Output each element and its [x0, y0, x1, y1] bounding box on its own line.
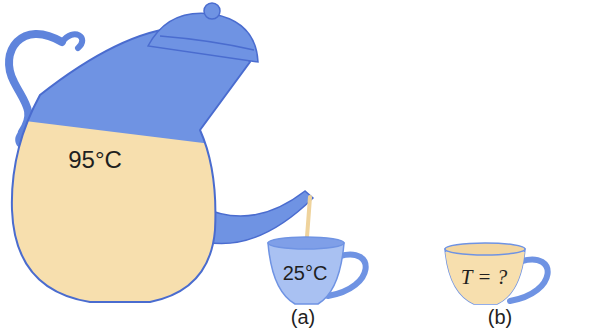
panel-label: (b) [488, 306, 512, 329]
teapot-spout [200, 191, 313, 244]
cup-rim [268, 237, 344, 249]
teapot-lid [148, 13, 258, 62]
temperature-text: T = ? [461, 265, 508, 289]
temperature-region: 25°C [279, 260, 332, 287]
cup-rim [445, 243, 525, 255]
temperature-text: 95°C [68, 146, 122, 174]
hot-tea [0, 118, 260, 320]
lid-knob [204, 3, 220, 19]
panel-label: (a) [291, 306, 315, 329]
handle-curl [62, 34, 82, 48]
mixed-tea [440, 252, 530, 312]
temperature-region: 95°C [64, 144, 126, 176]
temperature-text: 25°C [283, 262, 328, 285]
temperature-region: T = ? [457, 263, 512, 292]
empty-cup [268, 243, 344, 304]
lid-rim [160, 36, 254, 50]
teapot-outline [12, 26, 250, 302]
